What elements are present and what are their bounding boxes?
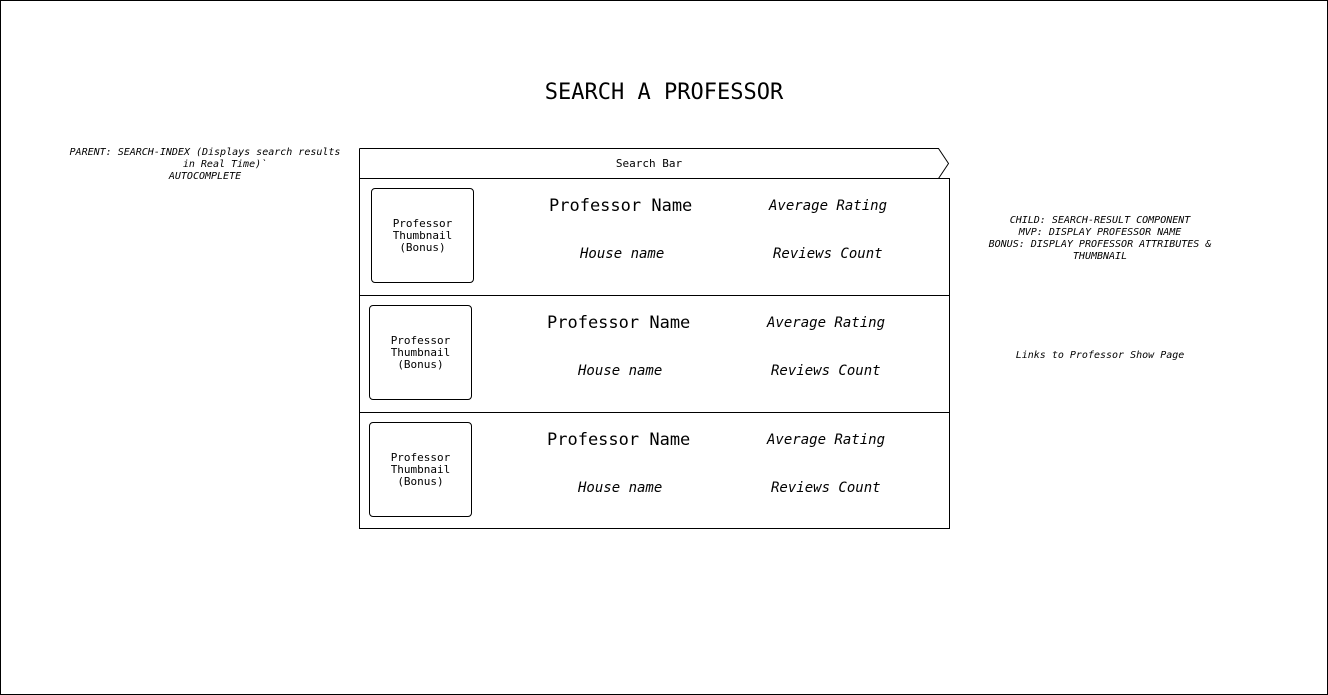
thumbnail-label-line-2: Thumbnail: [390, 462, 451, 476]
thumbnail-label-line-3: (Bonus): [397, 357, 444, 371]
child-note-line-3: BONUS: DISPLAY PROFESSOR ATTRIBUTES &: [988, 239, 1212, 250]
child-note-line-4: THUMBNAIL: [1072, 251, 1128, 262]
thumbnail-label-line-1: Professor: [390, 450, 451, 464]
search-result-item[interactable]: Professor Thumbnail (Bonus) Professor Na…: [360, 412, 949, 529]
thumbnail-label-line-2: Thumbnail: [392, 228, 453, 242]
search-bar[interactable]: Search Bar: [359, 148, 959, 179]
house-name: House name: [578, 363, 663, 379]
thumbnail-label-line-3: (Bonus): [399, 240, 446, 254]
parent-component-note: PARENT: SEARCH-INDEX (Displays search re…: [60, 147, 350, 183]
parent-note-line-3: AUTOCOMPLETE: [168, 171, 242, 182]
professor-name[interactable]: Professor Name: [549, 196, 693, 216]
average-rating: Average Rating: [767, 315, 886, 331]
professor-name[interactable]: Professor Name: [547, 313, 691, 333]
child-note-line-1: CHILD: SEARCH-RESULT COMPONENT: [1009, 215, 1191, 226]
average-rating: Average Rating: [767, 432, 886, 448]
links-note: Links to Professor Show Page: [1015, 350, 1185, 361]
house-name: House name: [580, 246, 665, 262]
average-rating: Average Rating: [769, 198, 888, 214]
professor-name[interactable]: Professor Name: [547, 430, 691, 450]
search-result-item[interactable]: Professor Thumbnail (Bonus) Professor Na…: [360, 179, 949, 295]
page-title: SEARCH A PROFESSOR: [544, 80, 784, 105]
professor-thumbnail: Professor Thumbnail (Bonus): [371, 188, 474, 283]
reviews-count: Reviews Count: [773, 246, 883, 262]
professor-thumbnail: Professor Thumbnail (Bonus): [369, 422, 472, 517]
child-note-line-2: MVP: DISPLAY PROFESSOR NAME: [1018, 227, 1182, 238]
professor-thumbnail: Professor Thumbnail (Bonus): [369, 305, 472, 400]
thumbnail-label-line-3: (Bonus): [397, 474, 444, 488]
thumbnail-label-line-2: Thumbnail: [390, 345, 451, 359]
reviews-count: Reviews Count: [771, 363, 881, 379]
parent-note-line-1: PARENT: SEARCH-INDEX (Displays search re…: [69, 147, 341, 158]
child-component-note: CHILD: SEARCH-RESULT COMPONENT MVP: DISP…: [975, 215, 1225, 263]
reviews-count: Reviews Count: [771, 480, 881, 496]
thumbnail-label-line-1: Professor: [392, 216, 453, 230]
parent-note-line-2: in Real Time)`: [182, 159, 268, 170]
search-result-item[interactable]: Professor Thumbnail (Bonus) Professor Na…: [360, 295, 949, 412]
search-results-list: Professor Thumbnail (Bonus) Professor Na…: [359, 178, 950, 529]
thumbnail-label-line-1: Professor: [390, 333, 451, 347]
search-bar-label: Search Bar: [615, 157, 683, 170]
house-name: House name: [578, 480, 663, 496]
search-bar-shape: [359, 148, 950, 179]
